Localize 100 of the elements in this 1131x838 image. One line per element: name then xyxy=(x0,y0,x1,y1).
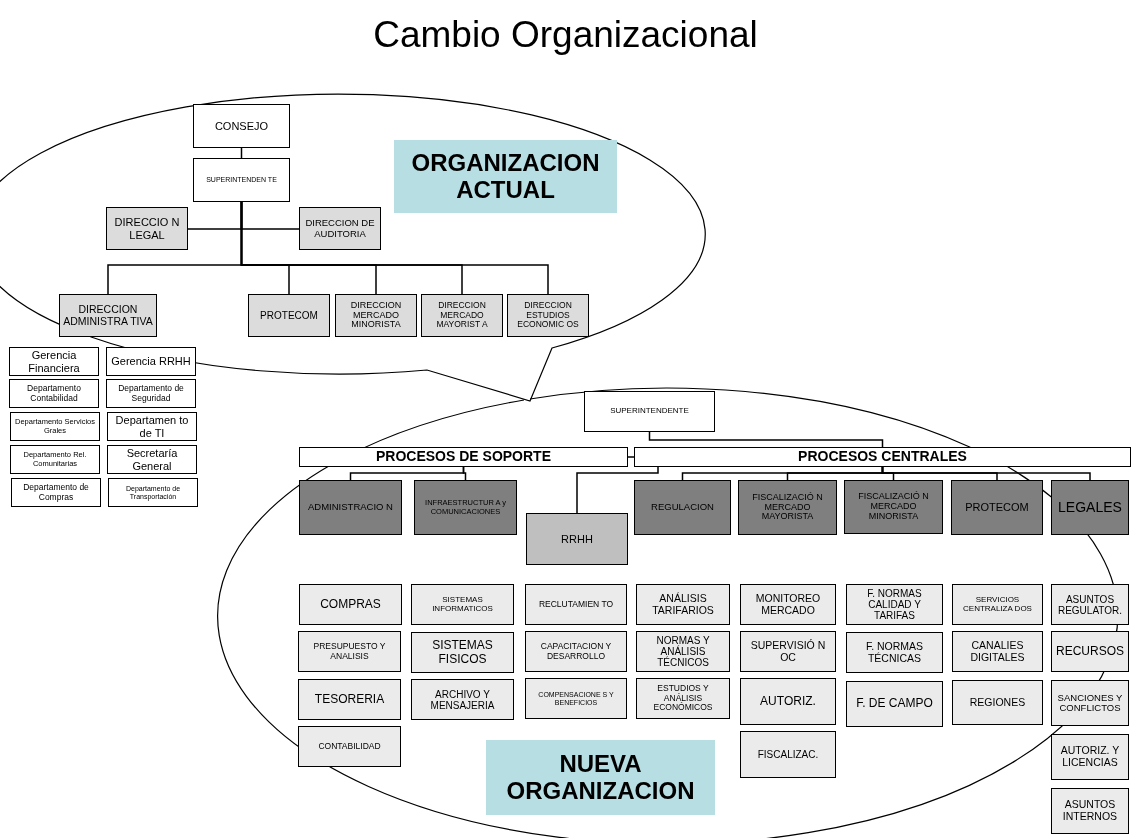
org-box xyxy=(193,104,290,148)
org-box xyxy=(11,478,101,507)
band-label: PROCESOS CENTRALES xyxy=(798,449,967,465)
box-label: CONTABILIDAD xyxy=(318,741,381,752)
box-label: CANALIES DIGITALES xyxy=(969,639,1026,664)
box-label: SUPERINTENDENTE xyxy=(610,407,689,416)
box-label: NORMAS Y ANÁLISIS TÉCNICOS xyxy=(655,635,711,668)
box-label: SANCIONES Y CONFLICTOS xyxy=(1056,692,1124,714)
box-label: LEGALES xyxy=(1058,499,1122,516)
box-label: ASUNTOS INTERNOS xyxy=(1061,799,1119,823)
org-box xyxy=(9,379,99,408)
org-box xyxy=(584,391,715,432)
org-box xyxy=(193,158,290,202)
org-box xyxy=(299,480,402,535)
org-box xyxy=(634,480,731,535)
box-label: F. NORMAS CALIDAD Y TARIFAS xyxy=(866,588,923,621)
banner-label: ORGANIZACION ACTUAL xyxy=(410,150,601,203)
org-box xyxy=(411,679,514,720)
box-label: RRHH xyxy=(561,532,593,546)
box-label: SISTEMAS INFORMATICOS xyxy=(431,595,494,614)
org-box xyxy=(299,584,402,625)
box-label: DIRECCION ESTUDIOS ECONOMIC OS xyxy=(516,301,580,330)
org-box xyxy=(298,631,401,672)
org-box xyxy=(1051,680,1129,726)
box-label: PRESUPUESTO Y ANALISIS xyxy=(312,642,387,661)
process-band xyxy=(634,447,1131,467)
box-label: DIRECCION MERCADO MINORISTA xyxy=(349,300,403,331)
box-label: Departamento de Compras xyxy=(22,483,90,502)
box-label: RECURSOS xyxy=(1056,644,1124,659)
heading-banner xyxy=(394,140,617,213)
org-box xyxy=(108,478,198,507)
org-box xyxy=(636,631,730,672)
diagram-title: Cambio Organizacional xyxy=(372,14,759,56)
box-label: REGULACION xyxy=(651,502,714,513)
box-label: DIRECCION ADMINISTRA TIVA xyxy=(62,303,154,328)
box-label: SUPERVISIÓ N OC xyxy=(749,639,827,664)
org-box xyxy=(106,379,196,408)
org-box xyxy=(299,207,381,250)
org-box xyxy=(107,412,197,441)
connector-line xyxy=(240,201,549,295)
org-box xyxy=(636,584,730,625)
box-label: ADMINISTRACIO N xyxy=(308,502,393,513)
org-box xyxy=(411,584,514,625)
org-box xyxy=(846,584,943,625)
org-box xyxy=(525,584,627,625)
org-box xyxy=(952,584,1043,625)
box-label: REGIONES xyxy=(969,696,1026,709)
org-box xyxy=(59,294,157,337)
org-box xyxy=(844,480,943,534)
connector-line xyxy=(627,456,635,458)
box-label: SERVICIOS CENTRALIZA DOS xyxy=(962,595,1033,614)
org-box xyxy=(952,680,1043,725)
org-box xyxy=(421,294,503,337)
org-box xyxy=(106,207,188,250)
org-box xyxy=(526,513,628,565)
org-box xyxy=(10,412,100,441)
box-label: DIRECCIO N LEGAL xyxy=(113,216,181,241)
org-box xyxy=(525,678,627,719)
box-label: PROTECOM xyxy=(965,501,1029,514)
org-box xyxy=(411,632,514,673)
org-box xyxy=(740,678,836,725)
box-label: Departamen to de TI xyxy=(114,414,190,439)
box-label: ESTUDIOS Y ANÁLISIS ECONÓMICOS xyxy=(652,684,714,713)
box-label: FISCALIZAC. xyxy=(757,749,819,760)
org-box xyxy=(740,584,836,625)
box-label: CAPACITACION Y DESARROLLO xyxy=(539,642,613,661)
box-label: AUTORIZ. xyxy=(760,694,816,709)
org-box xyxy=(298,726,401,767)
org-box xyxy=(335,294,417,337)
org-box xyxy=(10,445,100,474)
heading-banner xyxy=(486,740,715,815)
org-box xyxy=(1051,480,1129,535)
org-box xyxy=(846,681,943,727)
org-box xyxy=(507,294,589,337)
box-label: TESORERIA xyxy=(314,692,385,707)
box-label: Secretaría General xyxy=(125,447,179,472)
box-label: FISCALIZACIÓ N MERCADO MINORISTA xyxy=(857,492,930,522)
org-box xyxy=(414,480,517,535)
connector-line xyxy=(648,431,884,448)
org-box xyxy=(846,632,943,673)
org-box xyxy=(740,631,836,672)
box-label: PROTECOM xyxy=(260,310,318,321)
box-label: RECLUTAMIEN TO xyxy=(538,599,614,610)
box-label: CONSEJO xyxy=(214,119,269,133)
org-box xyxy=(525,631,627,672)
connector-line xyxy=(881,466,1091,481)
connector-line xyxy=(576,466,659,514)
box-label: Gerencia RRHH xyxy=(111,355,191,368)
box-label: ANÁLISIS TARIFARIOS xyxy=(651,592,715,617)
banner-label: NUEVA ORGANIZACION xyxy=(505,751,696,804)
process-band xyxy=(299,447,628,467)
box-label: Departamento de Seguridad xyxy=(117,384,185,403)
box-label: ASUNTOS REGULATOR. xyxy=(1056,593,1124,616)
box-label: Gerencia Financiera xyxy=(27,349,81,374)
box-label: AUTORIZ. Y LICENCIAS xyxy=(1059,745,1121,769)
org-box xyxy=(1051,631,1129,672)
org-box xyxy=(1051,584,1129,625)
box-label: MONITOREO MERCADO xyxy=(754,592,822,617)
box-label: ARCHIVO Y MENSAJERIA xyxy=(429,688,496,711)
box-label: DIRECCION MERCADO MAYORIST A xyxy=(435,301,489,330)
